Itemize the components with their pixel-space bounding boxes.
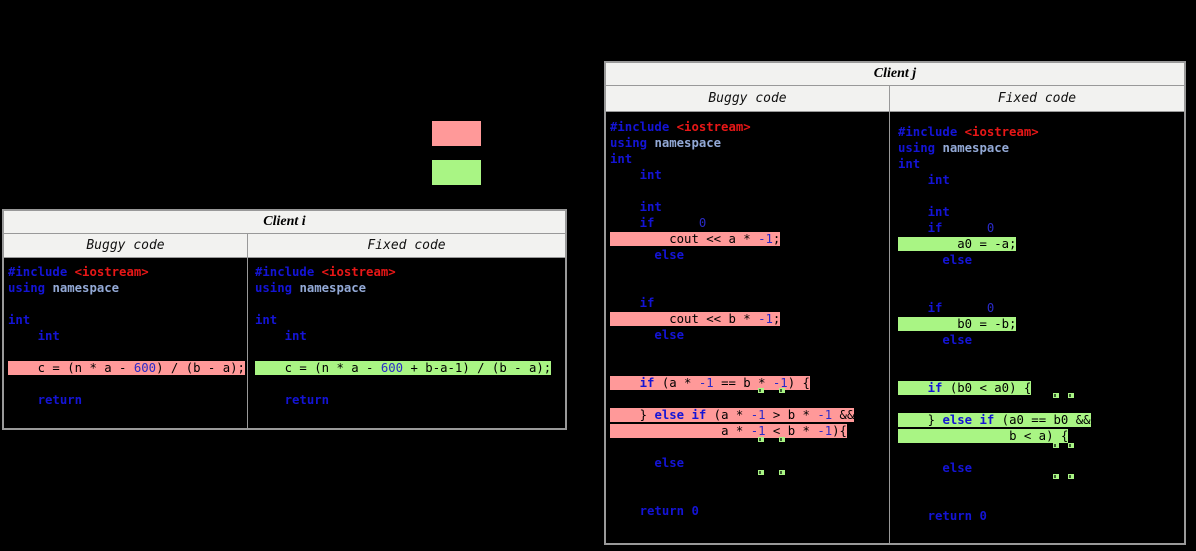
code-line: int — [255, 313, 278, 327]
highlighted-code-line: cout << a * -1; — [610, 231, 889, 247]
client-j-buggy-code-cell: #include <iostream> using namespace int in… — [606, 112, 889, 543]
code-line: int — [898, 157, 921, 171]
code-line: else — [654, 328, 685, 342]
diff-marker — [779, 388, 785, 393]
table-title: Client j — [606, 63, 1184, 86]
code-line: return — [37, 393, 83, 407]
code-line: return 0 — [927, 509, 987, 523]
code-line — [8, 344, 247, 360]
client-i-buggy-code-cell: #include <iostream> using namespace int in… — [4, 258, 247, 428]
code-line — [898, 396, 1184, 412]
code-line — [610, 471, 889, 487]
code-line — [255, 296, 565, 312]
client-j-table: Client j Buggy code Fixed code #include … — [604, 61, 1186, 545]
buggy-code-header: Buggy code — [708, 91, 787, 106]
code-line: int — [610, 152, 633, 166]
table-title: Client i — [4, 211, 565, 234]
code-line — [610, 279, 889, 295]
code-line — [898, 348, 1184, 364]
highlighted-code-line: a0 = -a; — [898, 236, 1184, 252]
code-line — [610, 487, 889, 503]
highlighted-code-line: c = (n * a - 600 + b-a-1) / (b - a); — [255, 360, 565, 376]
diff-marker — [779, 437, 785, 442]
code-line: #include <iostream> — [255, 265, 396, 279]
column-header-row: Buggy code Fixed code — [606, 86, 1184, 112]
diff-marker — [1053, 443, 1059, 448]
diff-marker — [1053, 474, 1059, 479]
code-line — [610, 439, 889, 455]
diff-marker — [779, 470, 785, 475]
buggy-code-header: Buggy code — [86, 238, 165, 253]
client-j-fixed-code-cell: #include <iostream> using namespace int in… — [889, 112, 1184, 543]
highlighted-code-line: cout << b * -1; — [610, 311, 889, 327]
code-line — [610, 359, 889, 375]
legend-buggy-color-swatch — [432, 121, 481, 146]
fixed-code-header: Fixed code — [889, 86, 1184, 111]
code-body-row: #include <iostream> using namespace int in… — [606, 112, 1184, 543]
code-line: #include <iostream> — [898, 125, 1039, 139]
code-line — [255, 344, 565, 360]
highlighted-code-line: if (b0 < a0) { — [898, 380, 1184, 396]
code-line: if — [639, 296, 655, 310]
highlighted-code-line: if (a * -1 == b * -1) { — [610, 375, 889, 391]
code-line: using namespace — [610, 136, 722, 150]
code-line: #include <iostream> — [8, 265, 149, 279]
highlighted-code-line: b < a) { — [898, 428, 1184, 444]
diff-marker — [758, 437, 764, 442]
code-line: return — [284, 393, 330, 407]
code-line — [898, 476, 1184, 492]
highlighted-code-line: b0 = -b; — [898, 316, 1184, 332]
code-line — [610, 183, 889, 199]
highlighted-code-line: c = (n * a - 600) / (b - a); — [8, 360, 247, 376]
code-line — [898, 268, 1184, 284]
code-line: using namespace — [898, 141, 1010, 155]
code-line — [898, 492, 1184, 508]
code-line: int — [8, 313, 31, 327]
highlighted-code-line: a * -1 < b * -1){ — [610, 423, 889, 439]
code-line: using namespace — [255, 281, 367, 295]
code-line: int — [639, 200, 662, 214]
client-i-fixed-code-cell: #include <iostream> using namespace int in… — [247, 258, 565, 428]
code-line — [610, 391, 889, 407]
legend-fixed-color-swatch — [432, 160, 481, 185]
code-line: int — [37, 329, 60, 343]
code-line: int — [639, 168, 662, 182]
column-header-row: Buggy code Fixed code — [4, 234, 565, 258]
fixed-code-header: Fixed code — [247, 234, 565, 257]
code-line: int — [927, 205, 950, 219]
code-line — [8, 376, 247, 392]
code-line: else — [942, 333, 973, 347]
code-line: return 0 — [639, 504, 699, 518]
code-line: if 0 — [927, 301, 995, 315]
code-line: int — [284, 329, 307, 343]
code-line: #include <iostream> — [610, 120, 751, 134]
diff-marker — [1068, 393, 1074, 398]
code-line — [898, 284, 1184, 300]
code-line: else — [654, 248, 685, 262]
code-line: else — [942, 461, 973, 475]
client-i-table: Client i Buggy code Fixed code #include … — [2, 209, 567, 430]
highlighted-code-line: } else if (a * -1 > b * -1 && — [610, 407, 889, 423]
code-line — [610, 263, 889, 279]
code-line: using namespace — [8, 281, 120, 295]
diff-marker — [1068, 443, 1074, 448]
code-line — [255, 376, 565, 392]
diff-marker — [758, 388, 764, 393]
code-line: else — [654, 456, 685, 470]
code-line — [898, 188, 1184, 204]
highlighted-code-line: } else if (a0 == b0 && — [898, 412, 1184, 428]
code-line: if 0 — [927, 221, 995, 235]
code-line — [8, 296, 247, 312]
code-body-row: #include <iostream> using namespace int in… — [4, 258, 565, 428]
diff-marker — [1053, 393, 1059, 398]
code-line: if 0 — [639, 216, 707, 230]
diff-marker — [1068, 474, 1074, 479]
code-line — [610, 343, 889, 359]
code-line — [898, 364, 1184, 380]
code-line — [898, 444, 1184, 460]
code-line: else — [942, 253, 973, 267]
diff-marker — [758, 470, 764, 475]
code-line: int — [927, 173, 950, 187]
